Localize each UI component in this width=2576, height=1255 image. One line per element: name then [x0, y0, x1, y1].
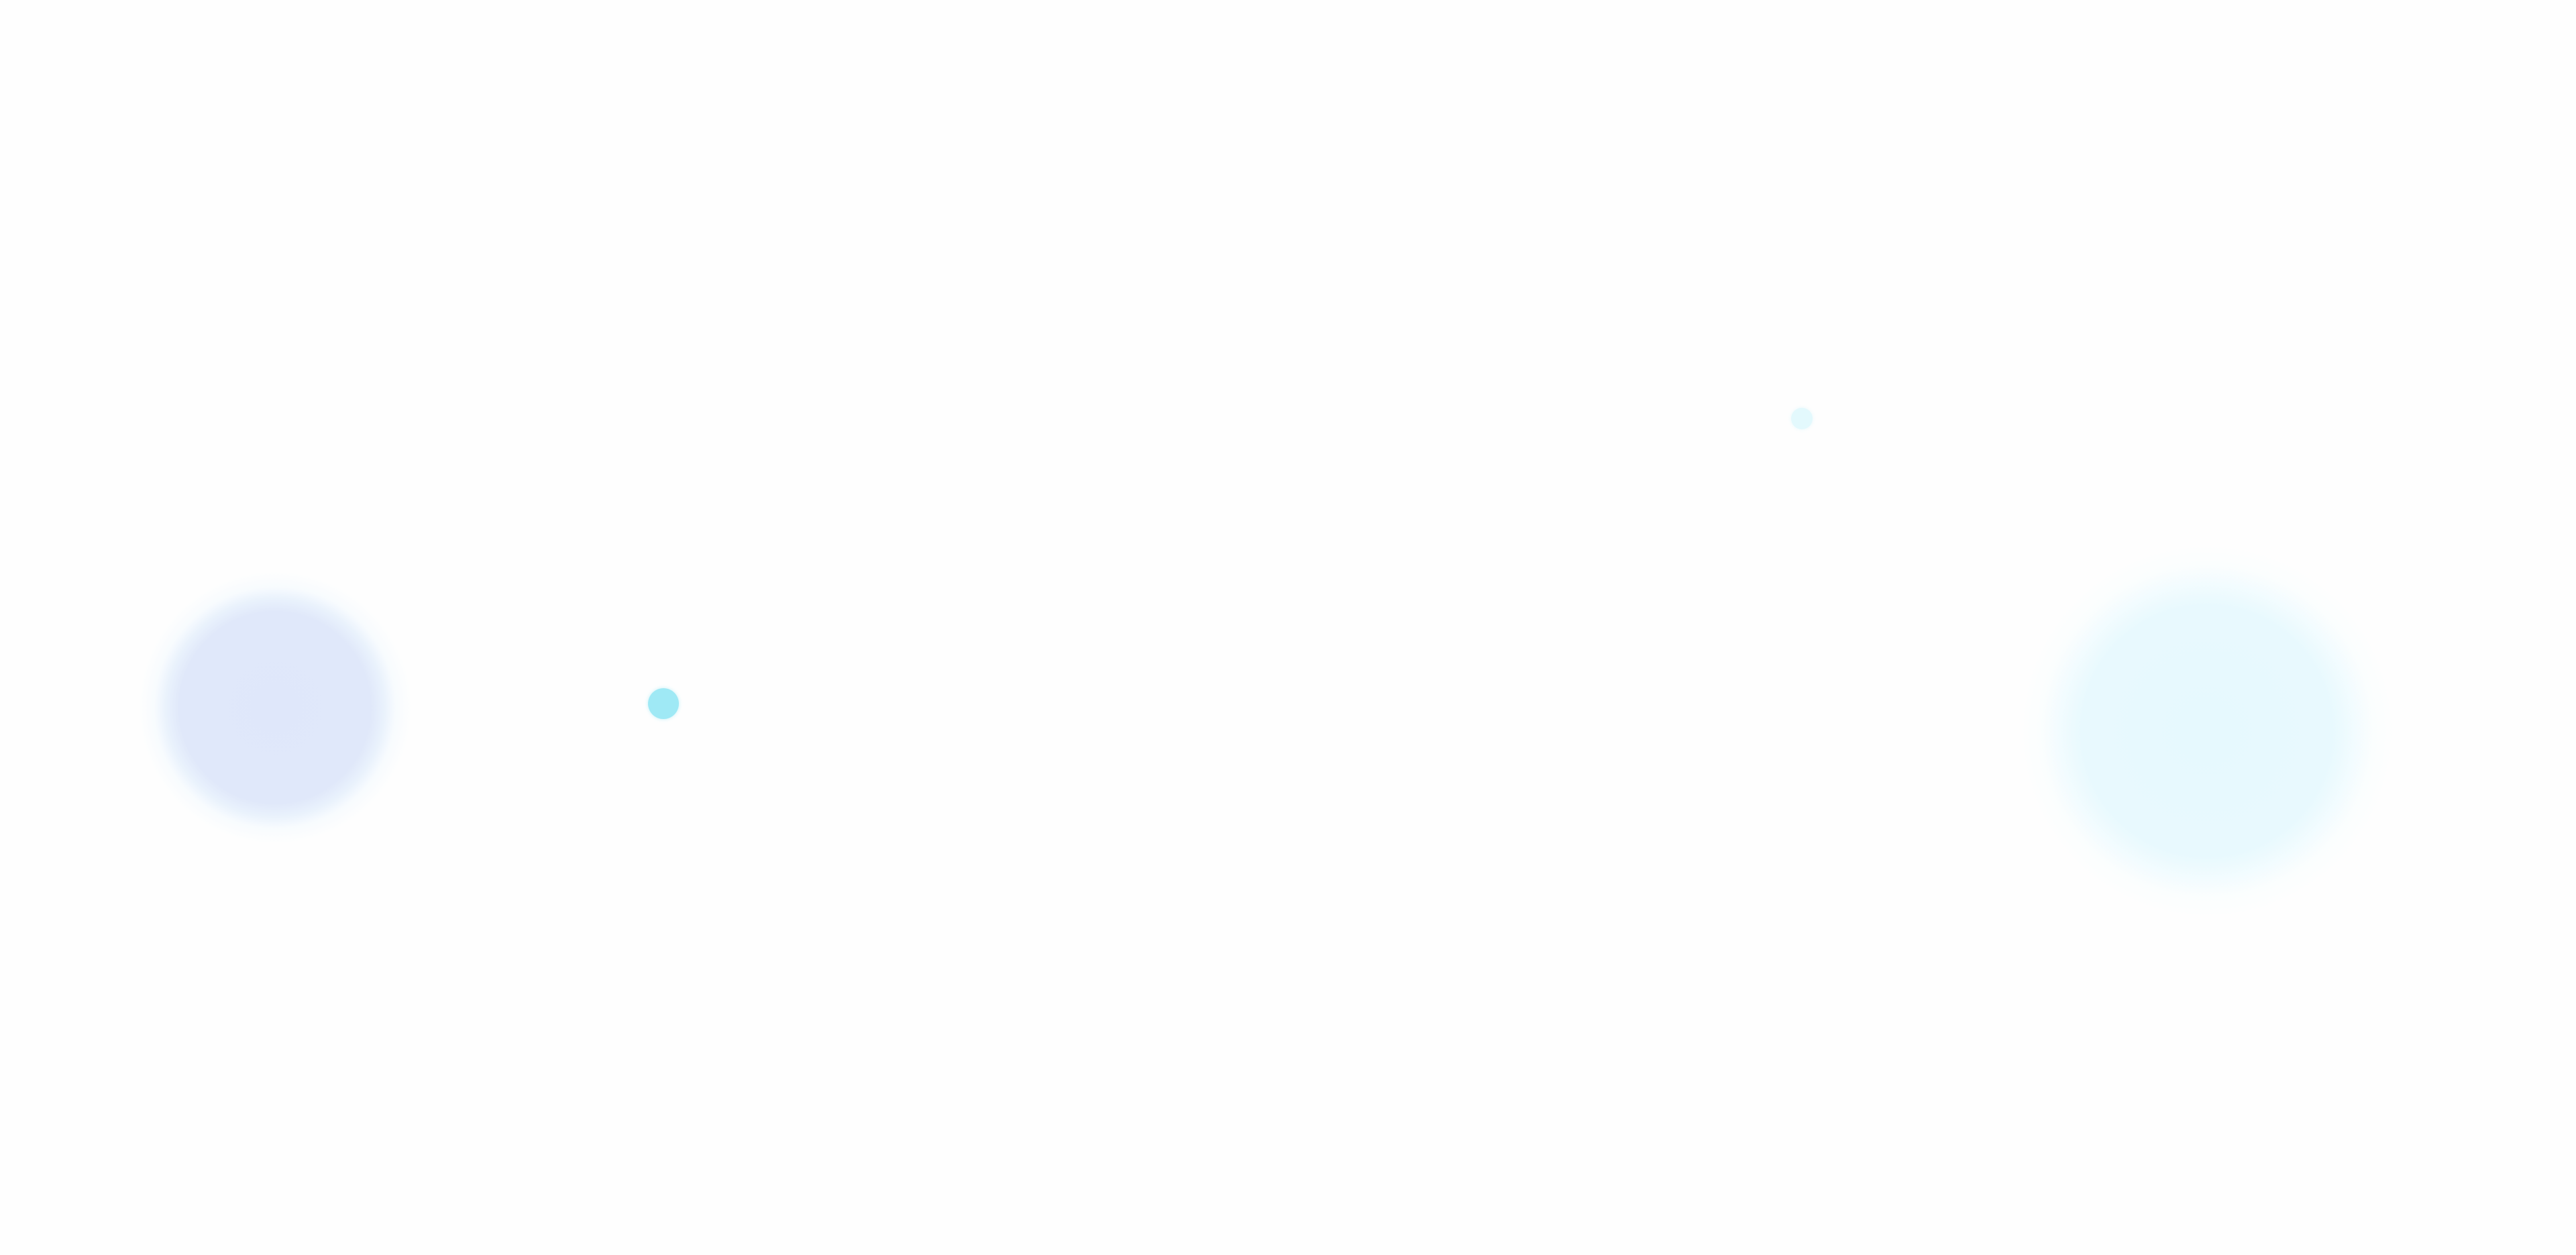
decorative-dot-bright	[648, 688, 679, 719]
background-blob-right	[1986, 510, 2428, 952]
background-blob-left	[114, 547, 436, 869]
decorative-dot-faint	[1791, 408, 1813, 429]
